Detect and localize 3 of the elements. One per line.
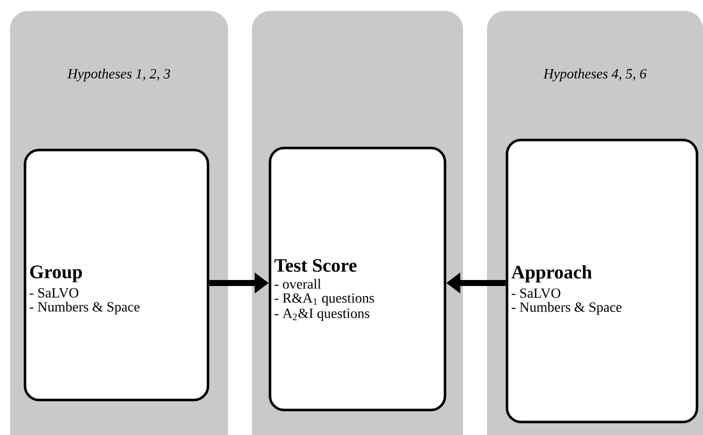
text-box: Test Score - overall - R&A$_{1}$ questions - A$_{2}$&I questions [268,146,446,412]
text-box: Approach - SaLVO - Numbers & Space [506,138,698,424]
text-box: Group - SaLVO - Numbers & Space [24,148,210,402]
